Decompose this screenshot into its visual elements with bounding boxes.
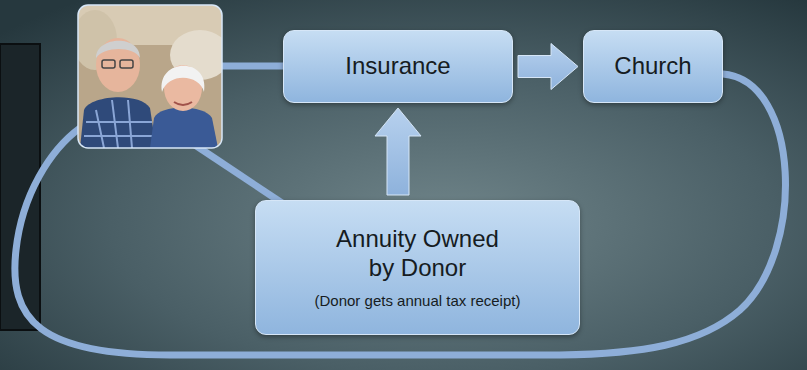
photo-woman-jacket xyxy=(150,108,218,149)
donor-line xyxy=(220,63,285,70)
photo-smile xyxy=(174,102,192,105)
block-arrow xyxy=(518,44,578,90)
photo-man-face xyxy=(96,38,140,92)
return-loop xyxy=(15,74,786,355)
box-title: Insurance xyxy=(345,52,450,81)
photo-frame xyxy=(78,5,222,148)
box-note: (Donor gets annual tax receipt) xyxy=(315,292,521,310)
process-box: Church xyxy=(583,30,723,103)
process-box: Annuity Owned by Donor (Donor gets annual… xyxy=(255,200,580,335)
photo-man-hair xyxy=(96,41,140,58)
box-title: Church xyxy=(614,52,691,81)
donor-line xyxy=(195,145,285,205)
photo-glasses xyxy=(102,60,115,68)
photo-glasses xyxy=(120,60,133,68)
box-title: Annuity Owned by Donor xyxy=(323,225,513,283)
process-box: Insurance xyxy=(283,30,513,103)
photo-woman-hair xyxy=(162,66,205,92)
donor-photo xyxy=(78,5,222,148)
photo-shirt-check xyxy=(84,100,154,148)
photo-man-shirt xyxy=(80,97,156,148)
block-arrow xyxy=(375,108,421,195)
